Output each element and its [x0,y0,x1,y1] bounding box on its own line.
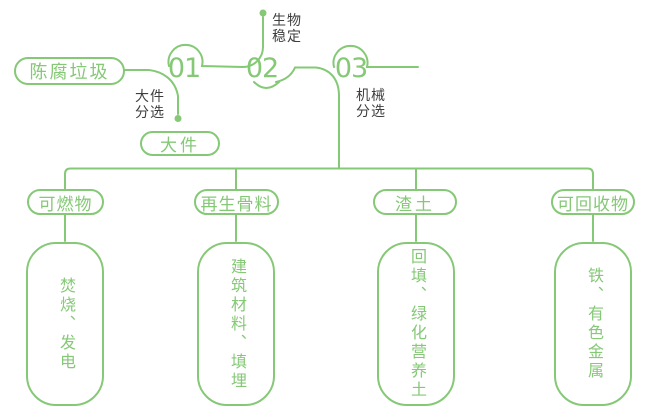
category-label: 再生骨料 [200,194,273,214]
detail-box-slag-soil: 回填、绿化营养土 [377,242,455,406]
detail-box-recycled-aggregate: 建筑材料、填埋 [197,242,275,406]
label-biological-stabilization: 生物 稳定 [272,12,302,45]
source-pill: 陈腐垃圾 [14,57,125,85]
detail-text: 建筑材料、填埋 [228,257,245,391]
line-source-to-bulky-branch [124,69,179,115]
label-mechanical-sorting: 机械 分选 [356,87,386,120]
source-label: 陈腐垃圾 [29,62,110,82]
step-number-02: 02 [245,53,279,84]
label-bulky-sorting: 大件 分选 [135,88,165,121]
arc-under-step2 [253,81,280,89]
bulky-output-pill: 大件 [140,131,220,156]
category-pill-recycled-aggregate: 再生骨料 [194,189,279,215]
step-number-03: 03 [334,53,368,84]
category-label: 可回收物 [557,194,629,214]
bulky-output-label: 大件 [160,136,200,155]
detail-text: 铁、有色金属 [585,267,602,381]
bulky-branch-dot [174,115,182,122]
line-step1-to-step2 [167,16,264,69]
line-step2-to-branch-rail [275,66,340,169]
category-pill-combustible: 可燃物 [27,189,104,215]
detail-text: 回填、绿化营养土 [408,248,425,400]
category-label: 可燃物 [38,194,93,214]
step-number-01: 01 [167,53,201,84]
detail-box-recyclable: 铁、有色金属 [554,242,632,406]
bio-branch-dot [259,9,267,17]
category-pill-recyclable: 可回收物 [551,189,635,215]
detail-box-combustible: 焚烧、发电 [26,242,104,406]
branch-rail [64,167,594,191]
category-pill-slag-soil: 渣土 [373,189,457,215]
detail-text: 焚烧、发电 [57,276,74,372]
line-step3-outgoing [332,44,419,68]
category-label: 渣土 [395,194,435,214]
